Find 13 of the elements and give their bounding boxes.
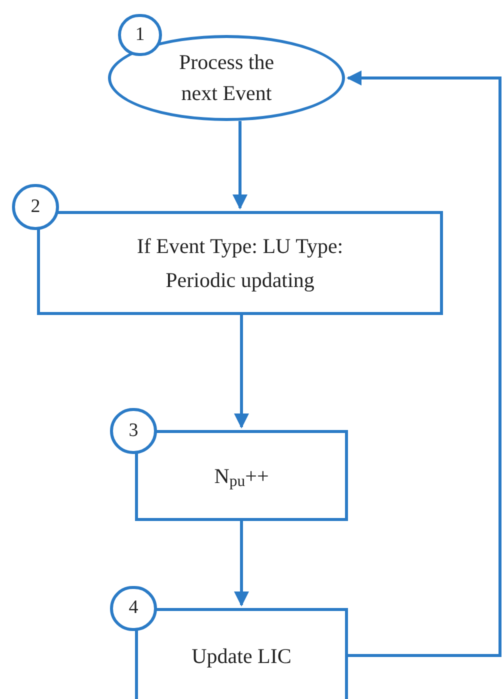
arrow	[232, 121, 248, 210]
arrow	[234, 315, 249, 428]
step-text: Process the next Event	[178, 49, 276, 107]
arrow	[234, 521, 249, 606]
step-number: 2	[30, 194, 40, 219]
step-number: 3	[128, 418, 138, 443]
step-text: If Event Type: LU Type: Periodic updating	[136, 233, 344, 294]
step-text: N$_{pu}$++	[214, 462, 269, 492]
step-text: Update LIC	[192, 642, 292, 670]
step-number: 4	[128, 596, 138, 620]
process-box	[37, 211, 443, 315]
arrow	[346, 70, 502, 657]
step-number: 1	[135, 22, 145, 47]
